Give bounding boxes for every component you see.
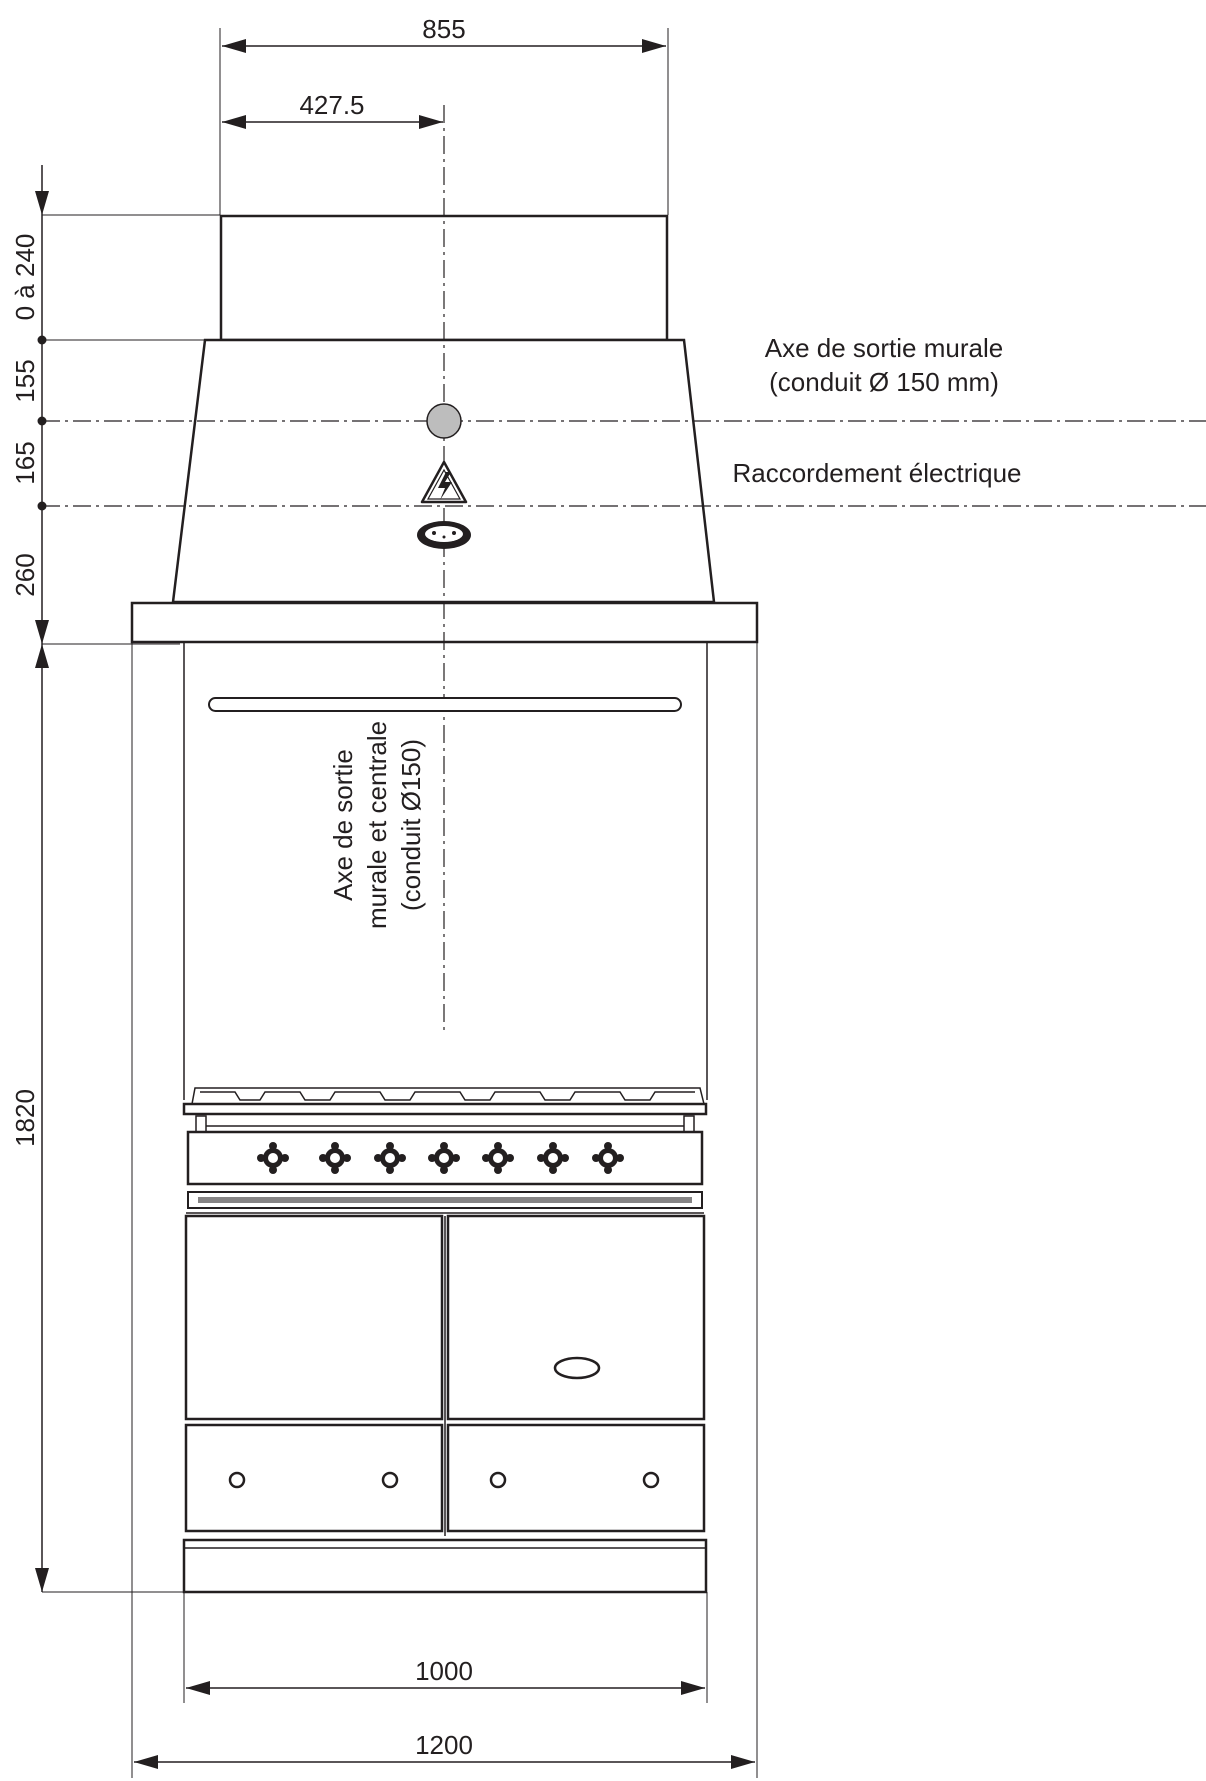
dimension-1200: 1200	[131, 642, 758, 1778]
duct-outlet-icon	[426, 403, 462, 439]
knob-icon	[257, 1142, 289, 1174]
knob-icon	[482, 1142, 514, 1174]
wall-socket-icon	[417, 521, 471, 549]
central-label-1: Axe de sortie	[328, 749, 358, 901]
dim-0-240-label: 0 à 240	[10, 234, 40, 321]
electrical-label: Raccordement électrique	[732, 458, 1021, 488]
left-oven-door	[184, 1214, 444, 1421]
dim-165-label: 165	[10, 441, 40, 484]
dim-427-5-label: 427.5	[299, 90, 364, 120]
drawer-knob-icon	[642, 1471, 660, 1489]
control-knobs	[257, 1142, 624, 1174]
right-oven-door	[446, 1214, 706, 1421]
drawer-knob-icon	[381, 1471, 399, 1489]
central-outlet-label: Axe de sortie murale et centrale (condui…	[328, 721, 426, 929]
knob-icon	[374, 1142, 406, 1174]
knob-icon	[537, 1142, 569, 1174]
burner-grates	[191, 1087, 705, 1105]
right-drawer	[446, 1423, 706, 1533]
knob-icon	[592, 1142, 624, 1174]
dim-155-label: 155	[10, 359, 40, 402]
utensil-rail	[208, 697, 682, 712]
dim-1000-label: 1000	[415, 1656, 473, 1686]
brand-badge-icon	[553, 1356, 601, 1380]
central-label-3: (conduit Ø150)	[396, 739, 426, 911]
backsplash-panel	[183, 643, 708, 1100]
dim-1200-label: 1200	[415, 1730, 473, 1760]
knob-icon	[428, 1142, 460, 1174]
left-drawer	[184, 1423, 444, 1533]
range-cooker	[182, 1087, 708, 1594]
drawer-knob-icon	[489, 1471, 507, 1489]
dimension-427-5: 427.5	[222, 90, 443, 129]
left-dimension-chain: 0 à 240 155 165 260 1820	[10, 165, 220, 1593]
wall-outlet-label-2: (conduit Ø 150 mm)	[769, 367, 999, 397]
wall-outlet-label-1: Axe de sortie murale	[765, 333, 1003, 363]
dimension-855: 855	[219, 14, 669, 215]
dim-1820-label: 1820	[10, 1089, 40, 1147]
dim-260-label: 260	[10, 553, 40, 596]
dimension-1000: 1000	[183, 1592, 708, 1703]
dim-855-label: 855	[422, 14, 465, 44]
drawer-knob-icon	[228, 1471, 246, 1489]
central-label-2: murale et centrale	[362, 721, 392, 929]
knob-icon	[319, 1142, 351, 1174]
electrical-hazard-icon	[420, 460, 468, 504]
